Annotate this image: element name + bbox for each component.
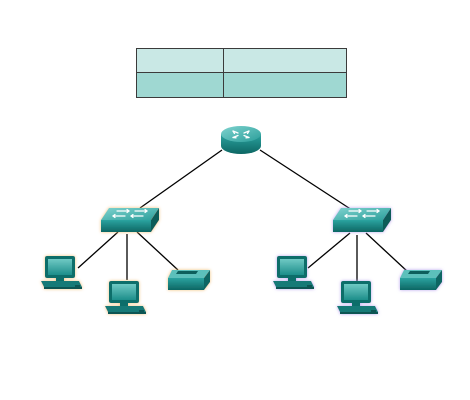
link-switch-right-printer [365,232,409,273]
switch-icon[interactable] [100,207,160,233]
pc-icon[interactable] [337,281,378,314]
link-switch-right-pc1 [307,232,351,269]
address-table [136,48,347,98]
link-switch-left-printer [136,231,179,271]
pc-icon[interactable] [105,281,146,314]
link-router-switch-right [259,149,353,211]
pc-icon[interactable] [273,256,314,289]
switch-icon[interactable] [332,207,392,233]
links [77,149,409,282]
router-icon[interactable] [221,126,261,154]
pc-icon[interactable] [41,256,82,289]
printer-icon[interactable] [168,270,210,290]
printer-icon[interactable] [400,270,442,290]
link-switch-left-pc1 [77,231,119,269]
table-cell [223,72,347,98]
link-router-switch-left [139,149,223,209]
table-row [136,72,347,98]
table-cell [136,72,224,98]
